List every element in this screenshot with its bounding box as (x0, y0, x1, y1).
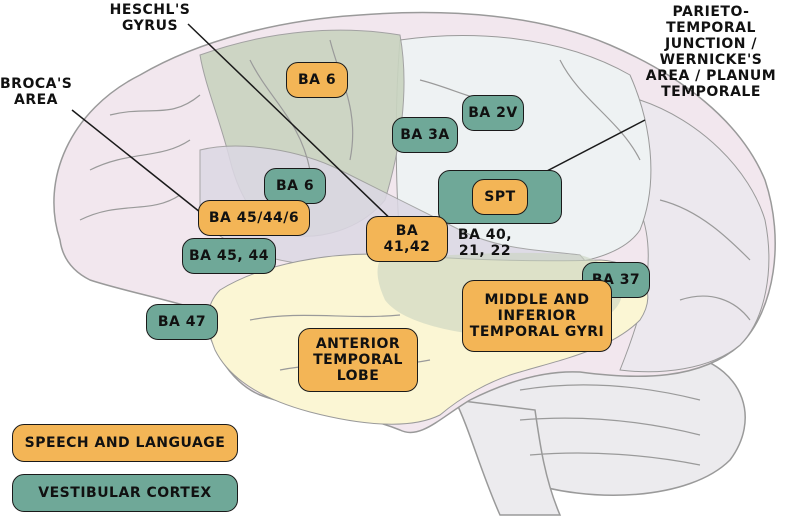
area-middle-inferior-temporal: MIDDLE AND INFERIOR TEMPORAL GYRI (462, 280, 612, 352)
area-ba47: BA 47 (146, 304, 218, 340)
gyri-lines (79, 39, 751, 466)
area-ba3a: BA 3A (392, 117, 458, 153)
brocas-area-label: BROCA'S AREA (0, 76, 73, 108)
parieto-temporal-label: PARIETO- TEMPORAL JUNCTION / WERNICKE'S … (645, 4, 777, 100)
area-spt-frame: SPT (438, 170, 562, 224)
area-ba40-21-22: BA 40, 21, 22 (457, 227, 513, 259)
area-ba2v: BA 2V (462, 95, 524, 131)
legend-speech-language: SPEECH AND LANGUAGE (12, 424, 238, 462)
area-ba45-44: BA 45, 44 (182, 238, 276, 274)
area-ba45-44-6: BA 45/44/6 (198, 200, 310, 236)
brain-stem (453, 399, 562, 516)
area-ba6-top: BA 6 (286, 62, 348, 98)
heschls-gyrus-label: HESCHL'S GYRUS (109, 2, 191, 34)
area-spt: SPT (472, 179, 528, 215)
area-anterior-temporal-lobe: ANTERIOR TEMPORAL LOBE (298, 328, 418, 392)
legend-vestibular-cortex: VESTIBULAR CORTEX (12, 474, 238, 512)
area-ba6-mid: BA 6 (264, 168, 326, 204)
area-ba41-42: BA 41,42 (366, 216, 448, 262)
